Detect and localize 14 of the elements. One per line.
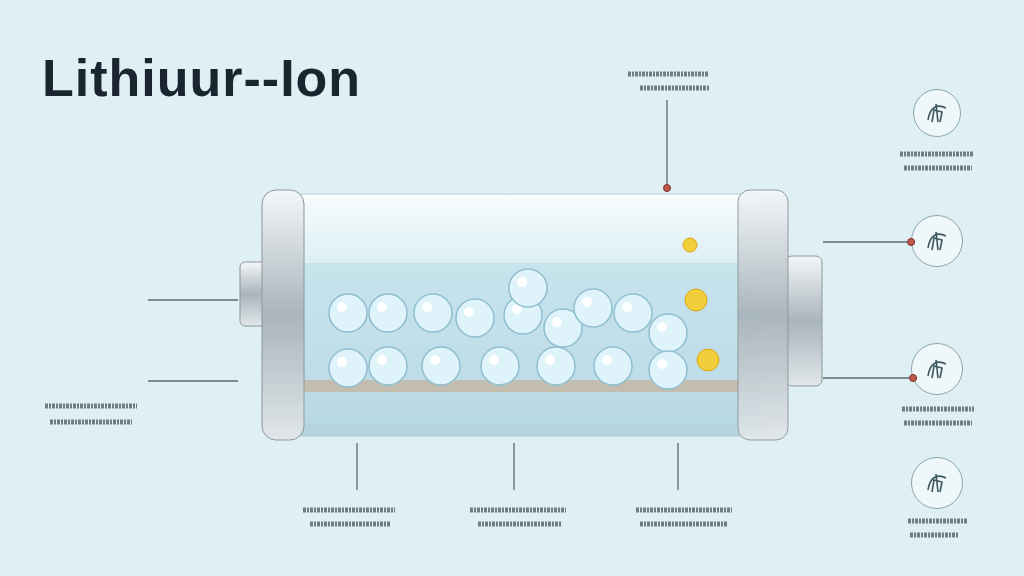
leader-line (147, 380, 239, 382)
leader-line (822, 374, 918, 382)
round-badge (911, 343, 963, 395)
title: Lithiuur--Ion (42, 48, 362, 108)
round-badge (913, 89, 961, 137)
leader-line (822, 238, 916, 246)
round-badge (911, 215, 963, 267)
leader-line (356, 442, 358, 491)
leader-line (677, 442, 679, 491)
round-badge (911, 457, 963, 509)
leader-line (663, 99, 671, 192)
leader-line (147, 299, 239, 301)
leader-line (513, 442, 515, 491)
battery-cell-drawing (238, 188, 823, 443)
